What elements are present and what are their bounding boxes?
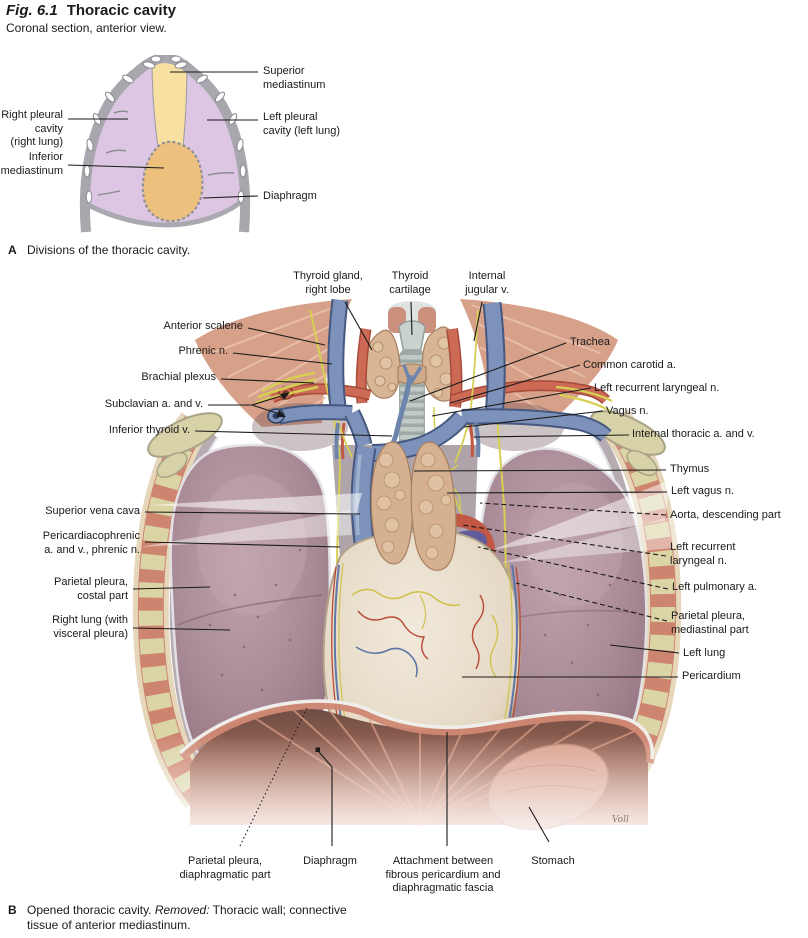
label-thyroid-gland: Thyroid gland, right lobe bbox=[293, 270, 363, 296]
label-internal-jugular: Internal jugular v. bbox=[465, 270, 509, 296]
label-diaphragm-a: Diaphragm bbox=[263, 190, 317, 202]
label-internal-thoracic: Internal thoracic a. and v. bbox=[632, 428, 755, 440]
bottom-fade bbox=[90, 735, 730, 910]
label-left-recurrent-laryngeal-lower: Left recurrent laryngeal n. bbox=[670, 541, 736, 567]
panel-b-caption: Opened thoracic cavity. Removed: Thoraci… bbox=[27, 903, 372, 933]
label-thymus: Thymus bbox=[670, 463, 710, 475]
label-attachment: Attachment between fibrous pericardium a… bbox=[385, 855, 501, 894]
panel-a-caption-letter: A bbox=[8, 243, 17, 257]
figure-title: Fig. 6.1 Thoracic cavity bbox=[6, 2, 176, 19]
label-aorta-descending: Aorta, descending part bbox=[670, 509, 781, 521]
label-superior-mediastinum: Superior mediastinum bbox=[263, 65, 326, 91]
pleura-retractor-flaps bbox=[140, 480, 692, 563]
label-phrenic-n: Phrenic n. bbox=[178, 345, 228, 357]
label-pericardium: Pericardium bbox=[682, 670, 741, 682]
panel-b-caption-removed: Removed: bbox=[154, 903, 210, 917]
panel-a-leader-lines bbox=[67, 71, 259, 199]
label-pericardiacophrenic: Pericardiacophrenic a. and v., phrenic n… bbox=[42, 530, 140, 556]
figure-number: Fig. 6.1 bbox=[6, 2, 58, 19]
label-parietal-pleura-diaphragmatic: Parietal pleura, diaphragmatic part bbox=[179, 855, 271, 881]
label-subclavian: Subclavian a. and v. bbox=[104, 398, 203, 410]
label-thyroid-cartilage: Thyroid cartilage bbox=[389, 270, 431, 296]
label-left-pleural-cavity: Left pleural cavity (left lung) bbox=[263, 111, 341, 137]
label-brachial-plexus: Brachial plexus bbox=[141, 371, 216, 383]
label-inferior-thyroid-v: Inferior thyroid v. bbox=[108, 424, 190, 436]
label-stomach: Stomach bbox=[531, 855, 575, 867]
label-parietal-pleura-mediastinal: Parietal pleura, mediastinal part bbox=[671, 610, 749, 636]
label-parietal-pleura-costal: Parietal pleura, costal part bbox=[54, 576, 128, 602]
label-left-vagus: Left vagus n. bbox=[671, 485, 734, 497]
trachea-larynx bbox=[398, 320, 426, 451]
figure-title-text: Thoracic cavity bbox=[66, 2, 176, 19]
label-right-pleural-cavity: Right pleural cavity (right lung) bbox=[1, 109, 63, 148]
panel-a-illustration bbox=[67, 55, 259, 233]
label-anterior-scalene: Anterior scalene bbox=[163, 320, 244, 332]
label-common-carotid: Common carotid a. bbox=[583, 359, 676, 371]
artist-signature: Voll bbox=[612, 815, 629, 825]
label-left-lung: Left lung bbox=[683, 647, 726, 659]
panel-b-illustration bbox=[90, 299, 730, 910]
label-inferior-mediastinum: Inferior mediastinum bbox=[0, 151, 63, 177]
label-left-pulmonary: Left pulmonary a. bbox=[672, 581, 757, 593]
panel-b-caption-part1: Opened thoracic cavity. bbox=[27, 903, 155, 917]
panel-b-caption-part2: Thoracic wall; connective tissue of ante… bbox=[27, 903, 347, 932]
label-diaphragm-b: Diaphragm bbox=[303, 855, 357, 867]
thymus-lobes bbox=[370, 441, 457, 571]
panel-b-caption-letter: B bbox=[8, 903, 17, 917]
thoracic-cavity-schematic bbox=[79, 55, 251, 233]
label-superior-vena-cava: Superior vena cava bbox=[45, 505, 140, 517]
label-right-lung: Right lung (with visceral pleura) bbox=[52, 614, 128, 640]
panel-a-caption: Divisions of the thoracic cavity. bbox=[27, 243, 191, 257]
label-left-recurrent-laryngeal-upper: Left recurrent laryngeal n. bbox=[594, 382, 720, 394]
label-trachea: Trachea bbox=[570, 336, 610, 348]
label-vagus-n: Vagus n. bbox=[606, 405, 649, 417]
figure-subtitle: Coronal section, anterior view. bbox=[6, 21, 167, 35]
panel-b-leader-lines bbox=[132, 301, 680, 847]
